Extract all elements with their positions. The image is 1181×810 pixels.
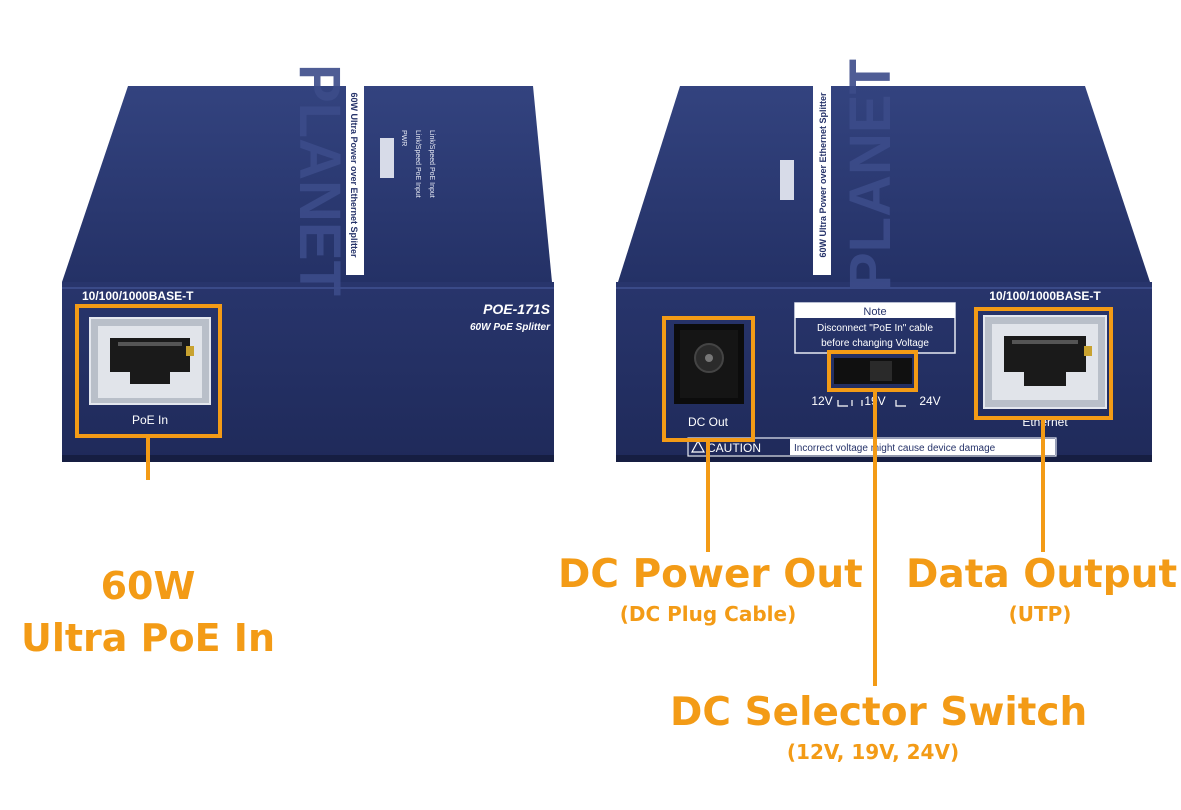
left-top-stripe: 60W Ultra Power over Ethernet Splitter — [349, 92, 359, 258]
right-rj45-port-icon — [983, 315, 1107, 409]
left-led-block — [380, 138, 394, 178]
left-model-desc: 60W PoE Splitter — [470, 322, 551, 333]
right-led-block — [780, 160, 794, 200]
voltage-24v: 24V — [919, 394, 940, 408]
right-device-top — [618, 86, 1150, 282]
left-device-photo: PLANET 60W Ultra Power over Ethernet Spl… — [62, 64, 554, 480]
dc-jack-icon — [674, 324, 744, 404]
selector-highlight-box — [827, 350, 918, 392]
left-rj45-port-icon — [89, 317, 211, 405]
data-output-sub: (UTP) — [1008, 602, 1072, 626]
dc-power-out-title: DC Power Out — [558, 552, 863, 597]
left-port-header: 10/100/1000BASE-T — [82, 289, 194, 303]
right-device-photo: PLANET 60W Ultra Power over Ethernet Spl… — [616, 59, 1152, 686]
note-line-1: Disconnect "PoE In" cable — [817, 323, 933, 334]
right-port-header: 10/100/1000BASE-T — [989, 289, 1101, 303]
poe-in-callout-line2: Ultra PoE In — [21, 616, 275, 660]
poe-in-callout-line1: 60W — [100, 564, 196, 608]
right-brand-logo: PLANET — [838, 59, 903, 291]
note-line-2: before changing Voltage — [821, 338, 929, 349]
left-brand-logo: PLANET — [287, 64, 352, 296]
dc-selector-switch-sub: (12V, 19V, 24V) — [786, 740, 960, 764]
left-led-text-0: PWR — [400, 130, 407, 146]
left-model: POE-171S — [483, 301, 551, 317]
left-led-text-2: Link/Speed PoE Input — [428, 130, 435, 198]
caution-bar — [687, 437, 1057, 457]
right-top-stripe: 60W Ultra Power over Ethernet Splitter — [818, 92, 828, 258]
dc-out-label: DC Out — [688, 415, 729, 429]
caution-label: CAUTION — [707, 441, 761, 455]
left-port-label: PoE In — [132, 413, 168, 427]
voltage-12v: 12V — [811, 394, 832, 408]
note-title: Note — [863, 306, 886, 318]
left-led-text-1: Link/Speed PoE Input — [414, 130, 421, 198]
caution-text: Incorrect voltage might cause device dam… — [794, 443, 996, 454]
left-device-top — [62, 86, 552, 282]
data-output-title: Data Output — [906, 552, 1178, 597]
dc-selector-switch-title: DC Selector Switch — [670, 690, 1088, 735]
dc-power-out-sub: (DC Plug Cable) — [619, 602, 797, 626]
